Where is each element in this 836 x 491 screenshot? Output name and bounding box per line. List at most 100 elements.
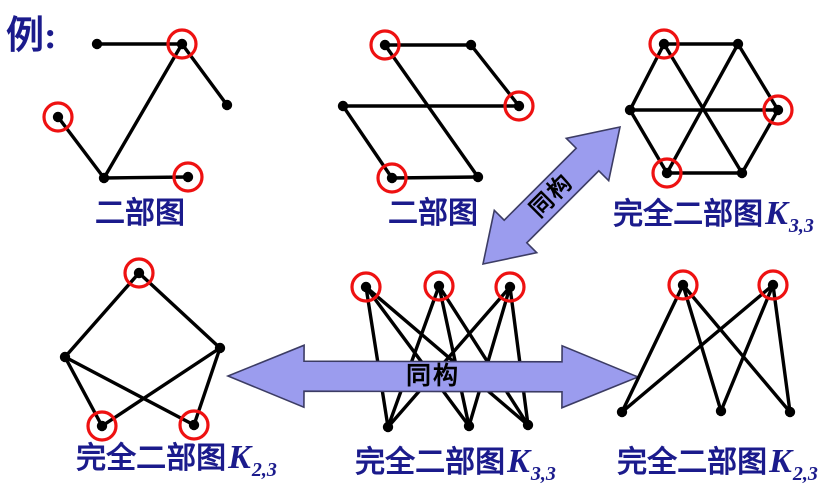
graph-edge [180, 42, 229, 107]
graph-edge [137, 271, 222, 350]
arrow-label: 同构 [406, 362, 460, 390]
label-symbol: K [507, 443, 530, 480]
label-text: 完全二部图 [617, 446, 768, 479]
complete-bipartite-k23 [616, 269, 796, 418]
highlight-ring-icon [503, 90, 535, 122]
label-symbol: K [228, 439, 251, 476]
graph-vertex [52, 111, 64, 123]
graph-edge [56, 115, 106, 180]
label-symbol: K [765, 195, 788, 232]
graph-vertex [91, 38, 103, 50]
graph-edge [192, 346, 222, 427]
graph-vertex [337, 100, 349, 112]
graph-edge [386, 285, 512, 429]
graph-vertex [463, 420, 475, 432]
graph-vertex [504, 281, 516, 293]
graph-vertex [182, 171, 194, 183]
graph-edge [681, 283, 792, 414]
label-text: 完全二部图 [355, 446, 506, 479]
graph-vertex [616, 406, 628, 418]
graph-edge [628, 108, 669, 175]
graph-vertex [677, 279, 689, 291]
label-text: 完全二部图 [76, 442, 227, 475]
graph-edge [467, 285, 512, 428]
label-subscript: 2,3 [792, 463, 818, 485]
graph-vertex [221, 99, 233, 111]
label-subscript: 2,3 [251, 459, 277, 481]
graph-edge [681, 283, 723, 413]
graph-edge [771, 283, 792, 414]
label-subscript: 3,3 [530, 463, 556, 485]
highlight-ring-icon [172, 161, 204, 193]
graph-edge [736, 42, 780, 112]
complete-bipartite-k23-pentagon [59, 257, 226, 442]
graph-vertex [188, 419, 200, 431]
graph-edge [620, 283, 685, 414]
graph-vertex [176, 38, 188, 50]
bipartite-graph-2 [337, 29, 535, 194]
graph-vertex [732, 38, 744, 50]
label-subscript: 3,3 [788, 215, 814, 237]
graph-edge [437, 284, 530, 427]
label-text: 完全二部图 [613, 198, 764, 231]
bipartite-graph-2-label: 二部图 [388, 197, 478, 230]
graph-vertex [360, 281, 372, 293]
graph-vertex [772, 104, 784, 116]
graph-vertex [59, 351, 71, 363]
highlight-ring-icon [494, 271, 526, 303]
example-heading: 例: [6, 15, 57, 57]
graph-vertex [382, 421, 394, 433]
graph-edge [386, 284, 441, 429]
graph-vertex [624, 104, 636, 116]
graph-vertex [433, 280, 445, 292]
highlight-ring-icon [123, 257, 155, 289]
graph-vertex [133, 267, 145, 279]
graph-vertex [661, 167, 673, 179]
graph-edge [63, 355, 196, 427]
highlight-ring-icon [86, 410, 118, 442]
label-symbol: K [769, 443, 792, 480]
complete-bipartite-k23-label: 完全二部图K2,3 [617, 443, 818, 486]
bipartite-graph-1-label: 二部图 [95, 197, 185, 230]
graph-edge [364, 285, 471, 428]
highlight-ring-icon [423, 270, 455, 302]
highlight-ring-icon [166, 28, 198, 60]
highlight-ring-icon [369, 29, 401, 61]
highlight-ring-icon [667, 269, 699, 301]
graph-vertex [736, 167, 748, 179]
graph-vertex [379, 39, 391, 51]
highlight-ring-icon [651, 157, 683, 189]
graph-vertex [386, 172, 398, 184]
graph-edge [63, 271, 141, 359]
complete-bipartite-k33-hexagon-label: 完全二部图K3,3 [613, 195, 814, 238]
graph-vertex [472, 171, 484, 183]
graph-vertex [98, 172, 110, 184]
graph-vertex [522, 419, 534, 431]
complete-bipartite-k33-hexagon [624, 28, 794, 189]
graph-edge [364, 285, 530, 427]
graph-vertex [214, 342, 226, 354]
graph-edge [508, 285, 530, 427]
complete-bipartite-k33 [350, 270, 534, 433]
graph-vertex [784, 406, 796, 418]
highlight-ring-icon [178, 409, 210, 441]
highlight-ring-icon [376, 162, 408, 194]
graph-vertex [513, 100, 525, 112]
isomorphic-arrow-diagonal [481, 125, 622, 266]
graph-edge [102, 42, 184, 180]
highlight-ring-icon [42, 101, 74, 133]
highlight-ring-icon [350, 271, 382, 303]
graph-edge [364, 285, 390, 429]
graph-edge [383, 43, 480, 179]
highlight-ring-icon [762, 94, 794, 126]
graph-edge [437, 284, 471, 428]
complete-bipartite-k33-label: 完全二部图K3,3 [355, 443, 556, 486]
highlight-ring-icon [757, 269, 789, 301]
graph-edge [469, 43, 521, 108]
graph-edge [740, 108, 780, 175]
graph-vertex [715, 405, 727, 417]
graph-edge [628, 42, 666, 112]
graph-edge [719, 283, 775, 413]
